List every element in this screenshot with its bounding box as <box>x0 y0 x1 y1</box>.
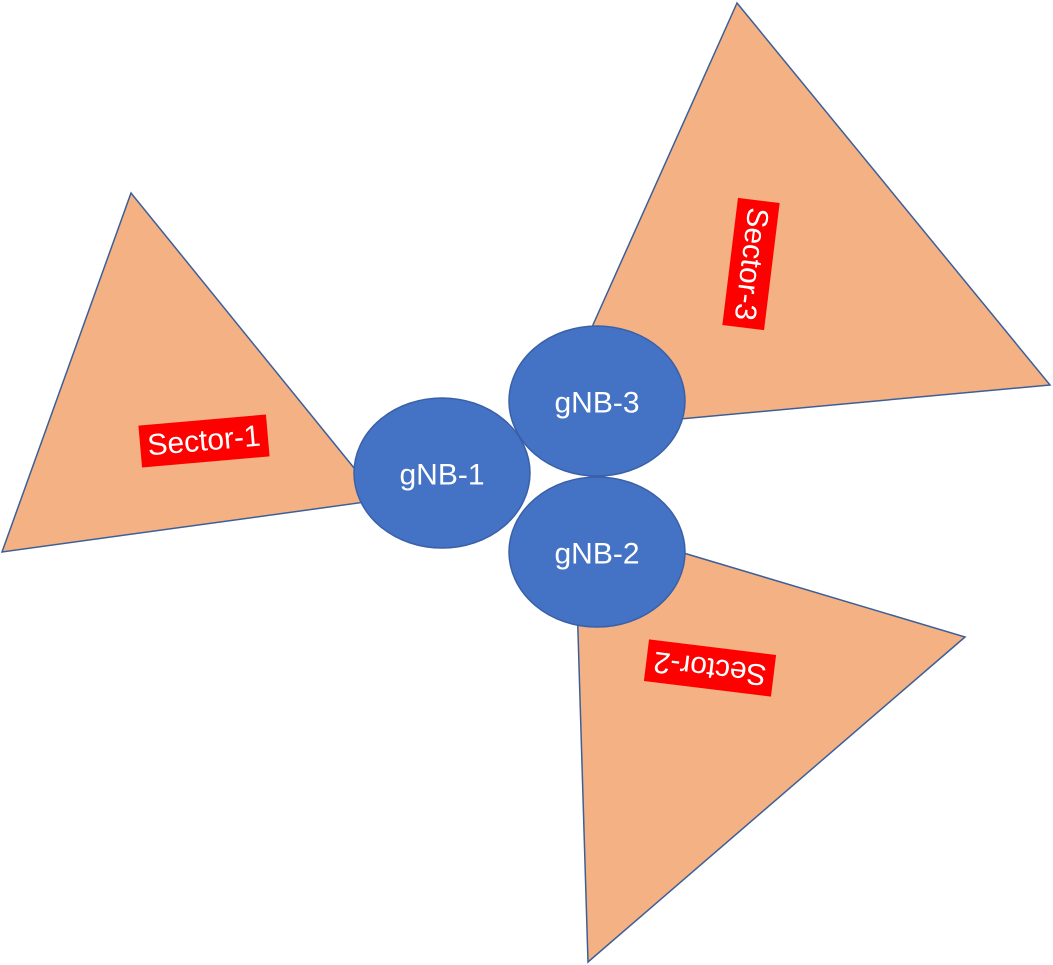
sector-3-label-background <box>722 197 780 331</box>
gnb-1-circle <box>353 397 531 549</box>
gnb-2-label: gNB-2 <box>554 538 639 571</box>
sector-2-label-background <box>643 639 777 697</box>
gnb-2-node: gNB-2 <box>508 476 686 628</box>
gnb-3-circle <box>508 325 686 477</box>
gnb-1-node: gNB-1 <box>353 397 531 549</box>
gnb-2-circle <box>508 476 686 628</box>
gnb-3-node: gNB-3 <box>508 325 686 477</box>
sector-1-coverage <box>0 191 382 553</box>
sector-1-label-background <box>138 414 270 468</box>
sector-2-label: Sector-2 <box>643 639 777 697</box>
sector-3-label: Sector-3 <box>722 197 780 331</box>
sector-1-label: Sector-1 <box>138 414 270 468</box>
gnb-1-label: gNB-1 <box>399 459 484 492</box>
gnb-3-label: gNB-3 <box>554 387 639 420</box>
